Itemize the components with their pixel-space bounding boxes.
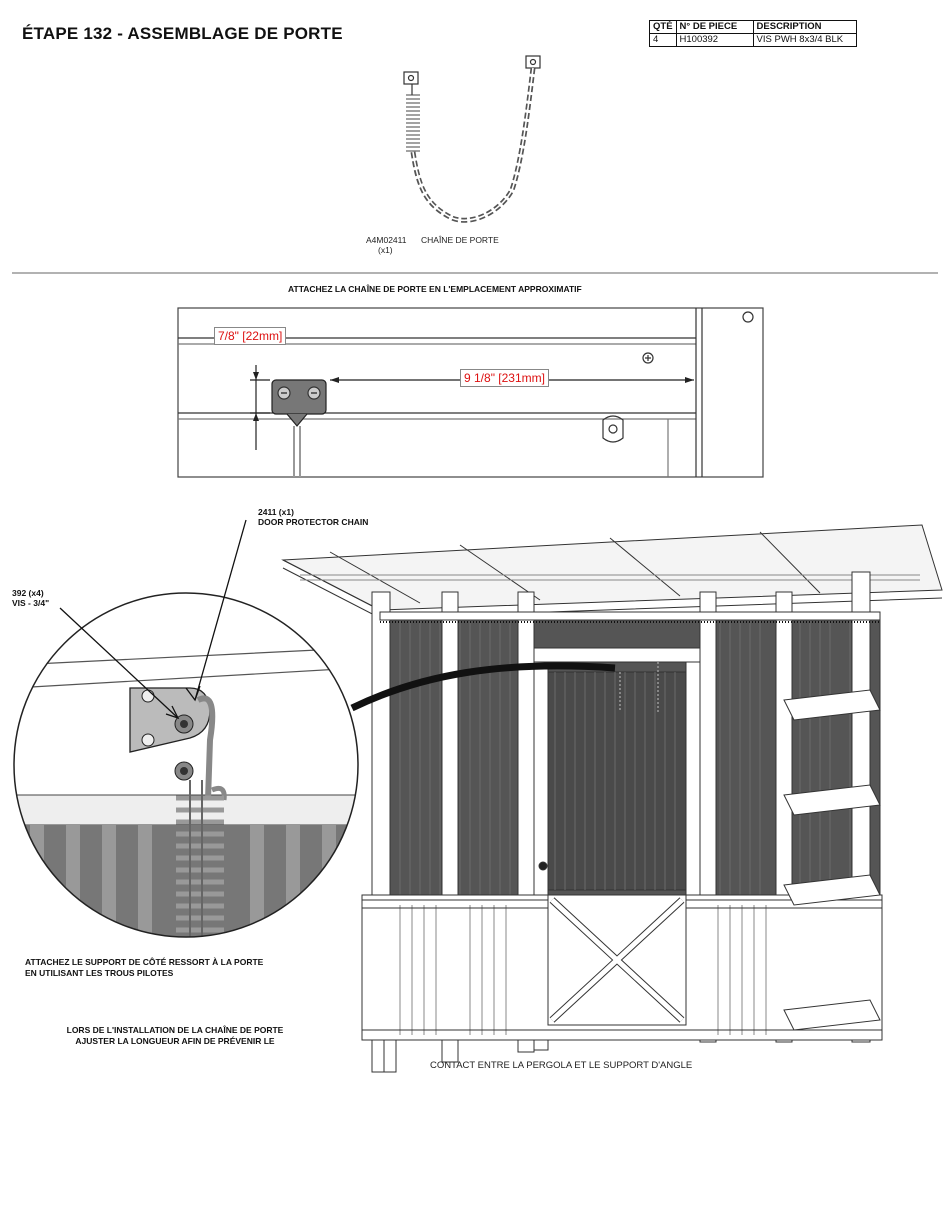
door-chain-illustration: [403, 55, 541, 223]
section-title: ATTACHEZ LA CHAÎNE DE PORTE EN L'EMPLACE…: [288, 284, 582, 294]
cell-qty: 4: [649, 33, 677, 47]
parts-table: QTÉ N° DE PIECE DESCRIPTION 4 H100392 VI…: [649, 20, 857, 47]
closeup-circle: [13, 592, 359, 938]
attach-instruction: ATTACHEZ LE SUPPORT DE CÔTÉ RESSORT À LA…: [25, 957, 263, 979]
parts-table-header: QTÉ N° DE PIECE DESCRIPTION: [649, 20, 857, 34]
cell-description: VIS PWH 8x3/4 BLK: [752, 33, 857, 47]
table-row: 4 H100392 VIS PWH 8x3/4 BLK: [649, 33, 857, 47]
pergola-door-illustration: [281, 524, 943, 1073]
cell-part-number: H100392: [675, 33, 754, 47]
chain-ref: 2411 (x1): [258, 507, 294, 517]
install-instruction: LORS DE L'INSTALLATION DE LA CHAÎNE DE P…: [36, 1025, 314, 1047]
chain-name: DOOR PROTECTOR CHAIN: [258, 517, 369, 527]
dimension-vertical: 7/8" [22mm]: [214, 327, 287, 345]
part-quantity: (x1): [378, 245, 393, 255]
detail-view: [177, 307, 764, 478]
part-number: A4M02411: [366, 235, 407, 245]
attach-line-1: ATTACHEZ LE SUPPORT DE CÔTÉ RESSORT À LA…: [25, 957, 264, 967]
install-line-3: CONTACT ENTRE LA PERGOLA ET LE SUPPORT D…: [430, 1060, 693, 1071]
spring-coil: [406, 94, 420, 152]
install-line-2: AJUSTER LA LONGUEUR AFIN DE PRÉVENIR LE: [75, 1036, 275, 1046]
page-title: ÉTAPE 132 - ASSEMBLAGE DE PORTE: [22, 24, 343, 43]
panel-stripes: [14, 825, 358, 937]
part-name: CHAÎNE DE PORTE: [421, 235, 499, 245]
screw-name: VIS - 3/4": [12, 598, 50, 608]
attach-line-2: EN UTILISANT LES TROUS PILOTES: [25, 968, 174, 978]
chain-label: 2411 (x1) DOOR PROTECTOR CHAIN: [258, 507, 368, 527]
screw-label: 392 (x4) VIS - 3/4": [12, 588, 49, 608]
part-callout: A4M02411 (x1): [366, 235, 406, 255]
dimension-horizontal: 9 1/8" [231mm]: [460, 369, 549, 387]
install-line-1: LORS DE L'INSTALLATION DE LA CHAÎNE DE P…: [66, 1025, 284, 1035]
label-leaders: [59, 519, 247, 720]
screw-ref: 392 (x4): [12, 588, 44, 598]
